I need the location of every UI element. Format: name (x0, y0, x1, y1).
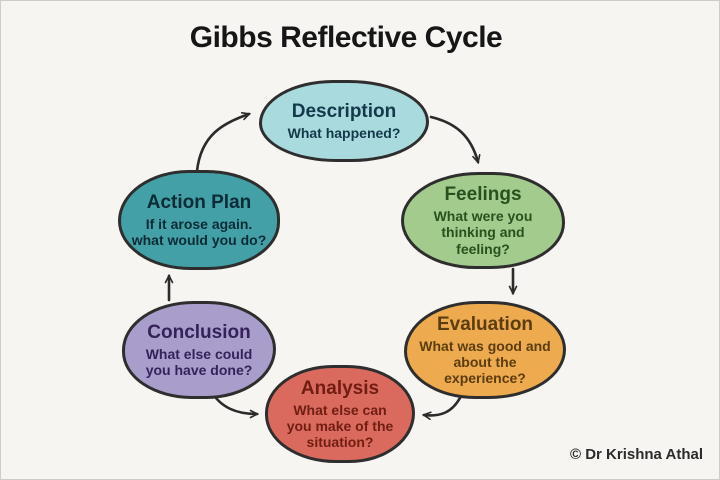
node-action-plan-heading: Action Plan (146, 191, 252, 213)
node-evaluation: Evaluation What was good and about the e… (404, 301, 566, 399)
arrow-description-to-feelings (429, 115, 481, 165)
node-action-plan: Action Plan If it arose again. what woul… (118, 170, 280, 270)
arrow-evaluation-to-analysis (421, 396, 462, 421)
node-analysis-heading: Analysis (300, 377, 380, 399)
node-description-subtext: What happened? (287, 124, 401, 141)
node-conclusion-subtext: What else could you have done? (145, 345, 253, 378)
page-title: Gibbs Reflective Cycle (189, 21, 503, 54)
node-analysis-subtext: What else can you make of the situation? (286, 401, 394, 451)
node-feelings-heading: Feelings (444, 184, 522, 206)
node-description: Description What happened? (259, 80, 429, 162)
node-analysis: Analysis What else can you make of the s… (265, 365, 415, 463)
copyright-text: © Dr Krishna Athal (569, 446, 703, 463)
node-feelings-subtext: What were you thinking and feeling? (433, 208, 533, 257)
node-feelings: Feelings What were you thinking and feel… (401, 172, 565, 269)
node-conclusion-heading: Conclusion (147, 321, 251, 343)
node-evaluation-heading: Evaluation (436, 313, 534, 335)
node-action-plan-subtext: If it arose again. what would you do? (131, 215, 267, 248)
arrow-action-plan-to-description (195, 112, 252, 173)
node-conclusion: Conclusion What else could you have done… (122, 301, 276, 399)
node-evaluation-subtext: What was good and about the experience? (419, 337, 551, 387)
node-description-heading: Description (291, 100, 397, 122)
